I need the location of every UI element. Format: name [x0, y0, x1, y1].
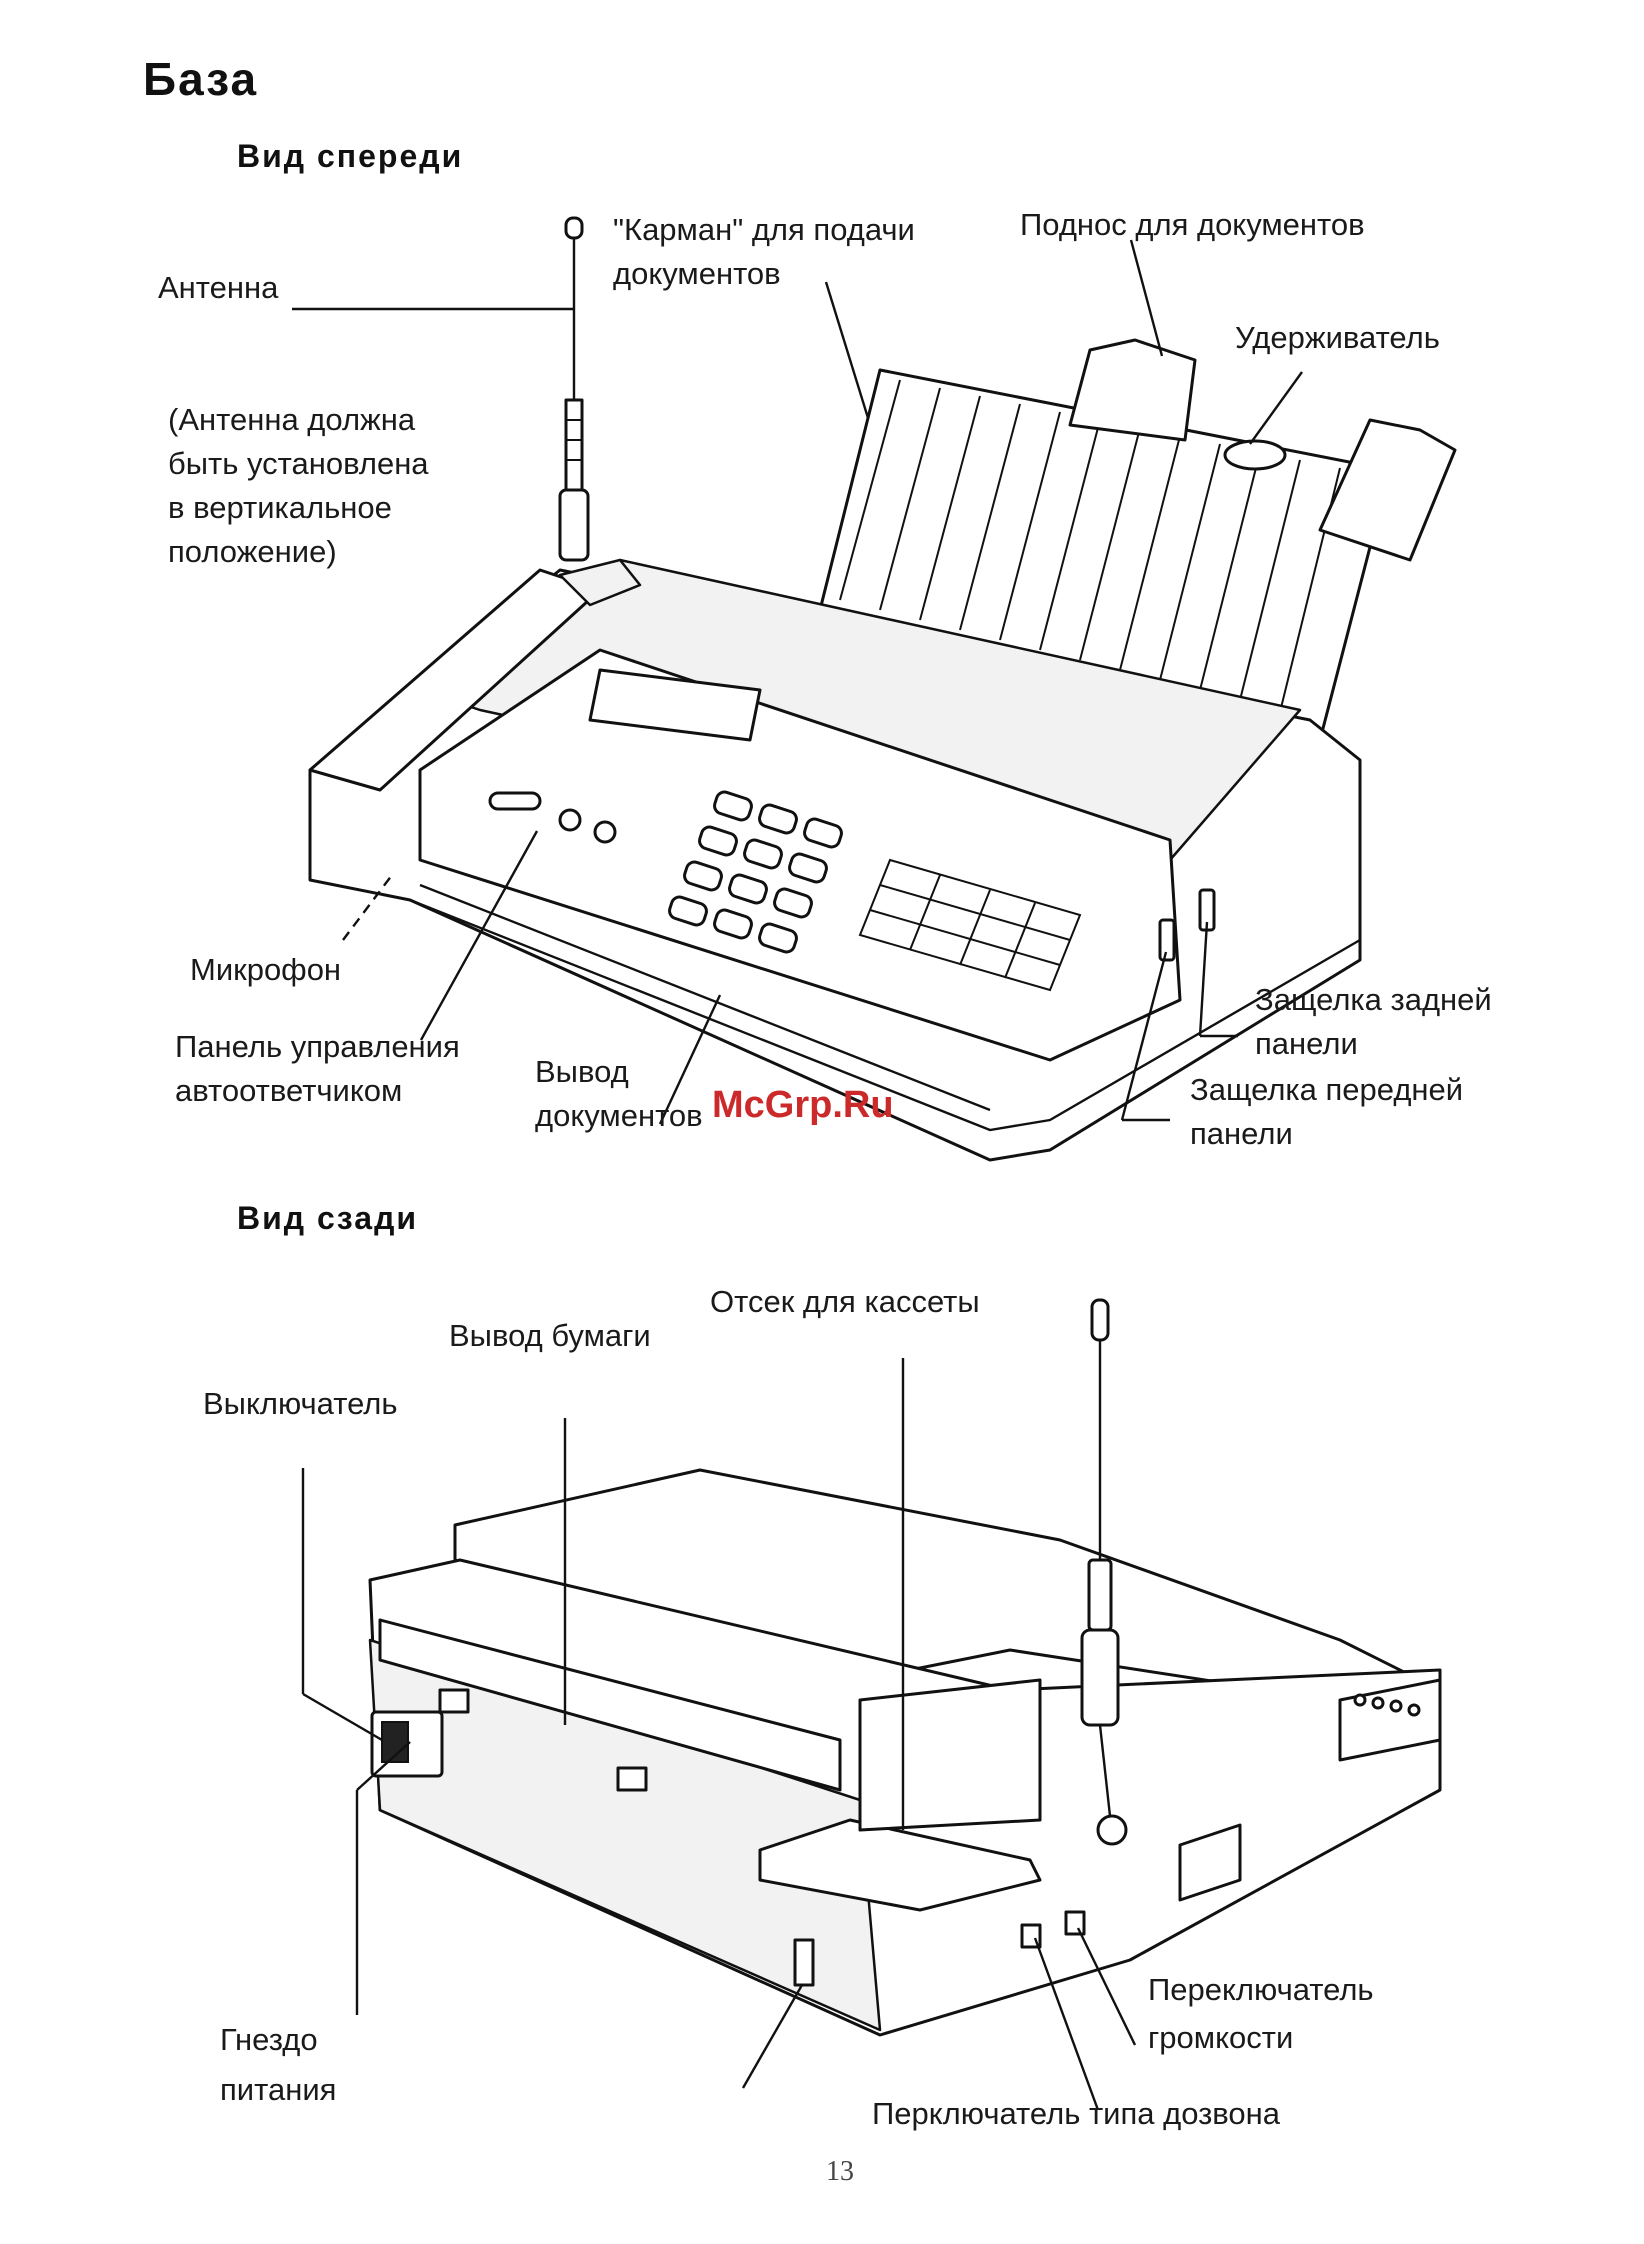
answer-button-round-1 — [558, 808, 582, 832]
keypad — [668, 790, 843, 954]
label-microphone: Микрофон — [190, 952, 342, 987]
label-volume-switch-1: Переключатель — [1148, 1972, 1374, 2007]
label-front-latch-2: панели — [1190, 1116, 1293, 1151]
tray-extension-right — [1318, 418, 1457, 562]
rear-leader-lines — [301, 1358, 1137, 2111]
label-holder: Удерживатель — [1235, 320, 1440, 355]
power-jack — [793, 1938, 815, 1987]
label-power-jack-2: питания — [220, 2072, 337, 2107]
label-answering-panel-1: Панель управления — [175, 1029, 460, 1064]
label-antenna: Антенна — [158, 270, 279, 305]
label-antenna-note-1: (Антенна должна — [168, 402, 416, 437]
label-paper-exit: Вывод бумаги — [449, 1318, 651, 1353]
label-document-tray: Поднос для документов — [1020, 207, 1365, 242]
label-document-exit-2: документов — [535, 1098, 703, 1133]
page-number: 13 — [826, 2156, 854, 2187]
label-antenna-note-2: быть установлена — [168, 446, 429, 481]
front-panel-latch — [1158, 918, 1176, 962]
label-front-latch-1: Защелка передней — [1190, 1072, 1464, 1107]
rear-clip-2 — [616, 1766, 648, 1792]
label-document-pocket-2: документов — [613, 256, 781, 291]
rear-view-fax-drawing — [368, 1298, 1442, 2037]
label-answering-panel-2: автоответчиком — [175, 1073, 403, 1108]
label-power-jack-1: Гнездо — [220, 2022, 318, 2057]
one-touch-grid — [858, 858, 1082, 992]
watermark: McGrp.Ru — [712, 1084, 894, 1126]
front-leader-lines — [292, 239, 1303, 1125]
side-label — [1178, 1823, 1242, 1902]
label-document-pocket-1: "Карман" для подачи — [613, 212, 915, 247]
label-rear-latch-1: Защелка задней — [1255, 982, 1492, 1017]
label-rear-latch-2: панели — [1255, 1026, 1358, 1061]
label-document-exit-1: Вывод — [535, 1054, 629, 1089]
label-cassette-compartment: Отсек для кассеты — [710, 1284, 980, 1319]
label-volume-switch-2: громкости — [1148, 2020, 1294, 2055]
holder-clip — [1223, 439, 1287, 471]
rear-antenna-icon — [1080, 1298, 1128, 1846]
rear-view-heading: Вид сзади — [237, 1200, 419, 1236]
cassette-compartment — [858, 1678, 1042, 1832]
rear-clip-1 — [438, 1688, 470, 1714]
cassette-lid — [758, 1818, 1042, 1912]
label-power-switch: Выключатель — [203, 1386, 398, 1421]
tray-extension-left — [1068, 338, 1197, 442]
front-view-fax-drawing — [308, 216, 1457, 1162]
paper-exit-slot — [378, 1618, 842, 1792]
section-title: База — [143, 53, 259, 105]
antenna-icon — [558, 216, 590, 562]
label-antenna-note-3: в вертикальное — [168, 490, 392, 525]
label-dial-type-switch: Перключатель типа дозвона — [872, 2096, 1281, 2131]
answer-button-oblong — [488, 791, 542, 811]
display-window — [588, 668, 762, 742]
answer-button-round-2 — [593, 820, 617, 844]
label-antenna-note-4: положение) — [168, 534, 337, 569]
handset-top — [558, 558, 642, 607]
volume-switch — [1064, 1910, 1086, 1936]
front-view-heading: Вид спереди — [237, 138, 464, 174]
